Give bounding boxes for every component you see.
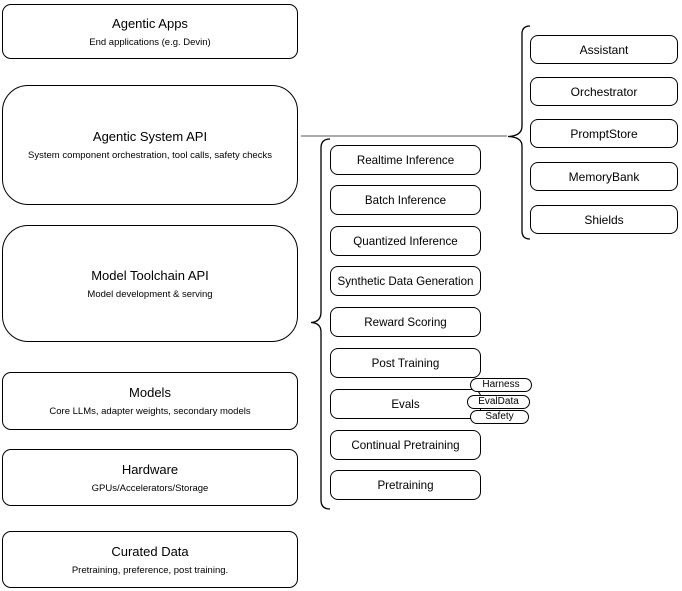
node-models: Models Core LLMs, adapter weights, secon… [2,372,298,430]
node-continual-pretraining: Continual Pretraining [330,430,481,460]
node-title: Agentic Apps [112,15,188,31]
node-post-training: Post Training [330,348,481,378]
node-title: Agentic System API [92,129,208,144]
tag-label: EvalData [478,396,519,407]
node-label: Post Training [371,356,440,370]
node-realtime-inference: Realtime Inference [330,145,481,175]
node-label: MemoryBank [568,169,640,184]
node-pretraining: Pretraining [330,470,481,500]
node-subtitle: GPUs/Accelerators/Storage [91,482,209,494]
system-components-brace-icon [507,25,531,240]
node-label: Continual Pretraining [351,438,460,452]
node-assistant: Assistant [530,35,678,64]
tag-evaldata: EvalData [467,395,530,409]
node-quantized-inference: Quantized Inference [330,226,481,256]
node-title: Hardware [121,461,179,477]
node-memorybank: MemoryBank [530,162,678,191]
tag-label: Harness [482,379,520,390]
toolchain-group-brace-icon [310,138,331,510]
node-evals: Evals [330,389,481,419]
node-reward-scoring: Reward Scoring [330,307,481,337]
tag-safety: Safety [470,410,529,424]
tag-label: Safety [485,411,514,422]
node-orchestrator: Orchestrator [530,77,678,106]
node-subtitle: End applications (e.g. Devin) [89,36,211,48]
node-label: Realtime Inference [356,153,455,167]
node-agentic-apps: Agentic Apps End applications (e.g. Devi… [2,4,298,59]
node-label: Assistant [579,42,629,57]
node-label: Evals [391,397,420,411]
node-label: Quantized Inference [353,234,458,248]
node-title: Model Toolchain API [91,267,209,283]
node-batch-inference: Batch Inference [330,185,481,215]
tag-harness: Harness [470,378,532,392]
node-label: Orchestrator [570,84,638,99]
node-subtitle: Core LLMs, adapter weights, secondary mo… [49,406,251,417]
node-label: Synthetic Data Generation [337,274,474,288]
node-label: Batch Inference [364,193,447,207]
node-label: Shields [584,212,624,227]
node-label: PromptStore [570,126,638,141]
node-agentic-system-api: Agentic System API System component orch… [2,85,298,205]
node-curated-data: Curated Data Pretraining, preference, po… [2,531,298,588]
node-subtitle: Model development & serving [87,288,213,300]
node-shields: Shields [530,205,678,234]
node-synthetic-data-generation: Synthetic Data Generation [330,266,481,296]
node-promptstore: PromptStore [530,119,678,148]
node-title: Models [129,385,171,400]
node-label: Reward Scoring [364,315,447,329]
node-subtitle: Pretraining, preference, post training. [71,564,229,576]
node-model-toolchain-api: Model Toolchain API Model development & … [2,225,298,342]
node-subtitle: System component orchestration, tool cal… [28,150,272,161]
node-hardware: Hardware GPUs/Accelerators/Storage [2,449,298,506]
node-label: Pretraining [377,478,434,492]
node-title: Curated Data [111,543,189,559]
